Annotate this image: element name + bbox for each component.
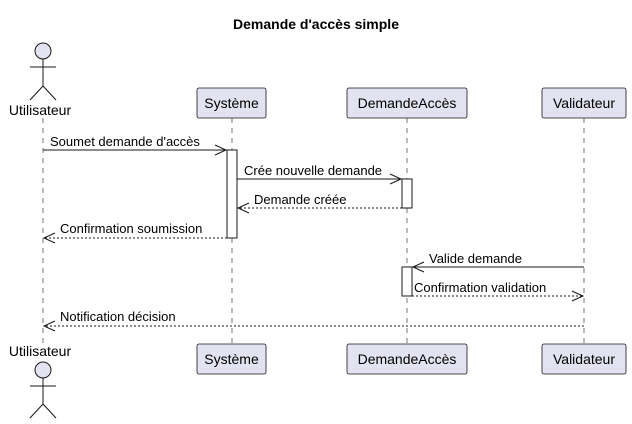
diagram-title: Demande d'accès simple (233, 16, 399, 32)
message-label: Crée nouvelle demande (244, 163, 382, 178)
message-label: Valide demande (429, 251, 522, 266)
participant-label-systeme-top: Système (204, 95, 259, 111)
message-label: Confirmation soumission (60, 221, 202, 236)
participant-label-demande-bottom: DemandeAccès (358, 351, 457, 367)
participant-systeme-bottom: Système (196, 343, 267, 375)
message-demande-creee: Demande créée (236, 192, 402, 214)
actor-utilisateur-bottom: Utilisateur (9, 343, 72, 419)
message-notification-decision: Notification décision (42, 309, 584, 332)
participant-label-validateur-top: Validateur (553, 95, 615, 111)
actor-utilisateur-top: Utilisateur (9, 42, 72, 118)
activation-demande-validation (401, 266, 413, 297)
activation-demande-creation (401, 178, 413, 209)
message-label: Demande créée (254, 192, 347, 207)
participant-demande-bottom: DemandeAccès (346, 343, 468, 375)
message-valide-demande: Valide demande (411, 251, 584, 273)
message-soumet-demande: Soumet demande d'accès (43, 134, 228, 156)
participant-label-utilisateur-top: Utilisateur (9, 102, 72, 118)
message-label: Soumet demande d'accès (50, 134, 200, 149)
participant-validateur-top: Validateur (541, 87, 627, 119)
participant-label-demande-top: DemandeAccès (358, 95, 457, 111)
participant-validateur-bottom: Validateur (541, 343, 627, 375)
participant-label-systeme-bottom: Système (204, 351, 259, 367)
message-confirmation-soumission: Confirmation soumission (42, 221, 227, 244)
message-label: Confirmation validation (414, 280, 546, 295)
actor-head-icon (34, 361, 52, 379)
activation-systeme (226, 149, 238, 239)
message-confirmation-validation: Confirmation validation (412, 280, 585, 302)
actor-head-icon (34, 42, 52, 60)
message-label: Notification décision (60, 309, 176, 324)
message-cree-demande: Crée nouvelle demande (237, 163, 403, 185)
participant-label-validateur-bottom: Validateur (553, 351, 615, 367)
participant-demande-top: DemandeAccès (346, 87, 468, 119)
participant-systeme-top: Système (196, 87, 267, 119)
participant-label-utilisateur-bottom: Utilisateur (9, 343, 72, 359)
